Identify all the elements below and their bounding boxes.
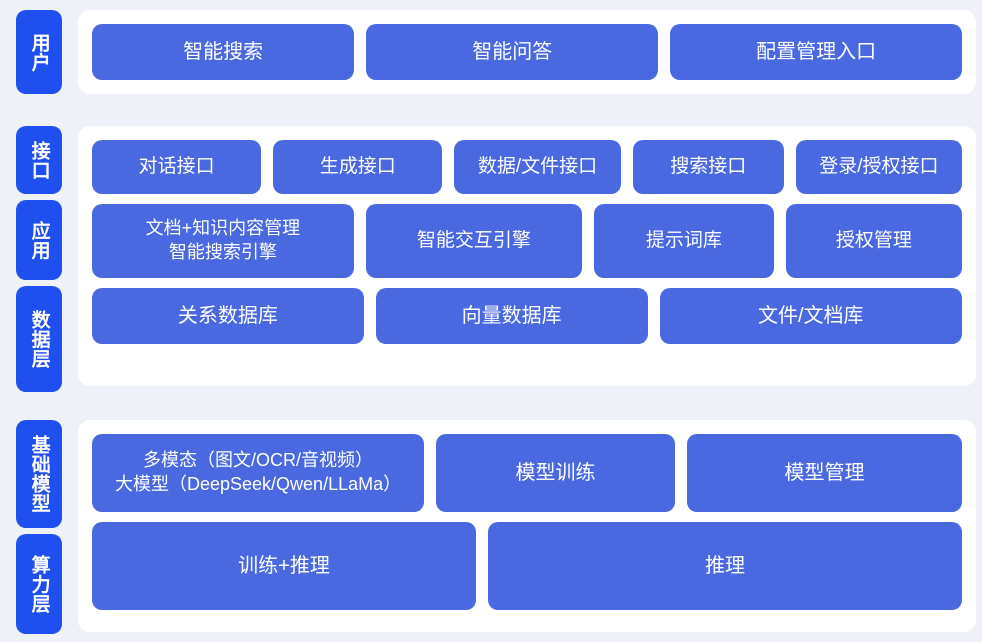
row-compute-layer: 训练+推理 推理 bbox=[92, 522, 962, 610]
node-intelligent-search[interactable]: 智能搜索 bbox=[92, 24, 355, 80]
row-data-layer: 关系数据库 向量数据库 文件/文档库 bbox=[92, 288, 962, 344]
row-foundation-model: 多模态（图文/OCR/音视频） 大模型（DeepSeek/Qwen/LLaMa）… bbox=[92, 434, 962, 512]
row-user: 智能搜索 智能问答 配置管理入口 bbox=[92, 24, 963, 80]
rail-tab-interface[interactable]: 接口 bbox=[16, 126, 62, 194]
node-intelligent-interaction-engine[interactable]: 智能交互引擎 bbox=[365, 204, 582, 278]
rail-bottom: 基础模型 算力层 bbox=[16, 420, 62, 634]
rail-tab-data-layer[interactable]: 数据层 bbox=[16, 286, 62, 392]
rail-user: 用户 bbox=[16, 10, 62, 94]
node-training-plus-inference[interactable]: 训练+推理 bbox=[92, 522, 477, 610]
node-file-document-store[interactable]: 文件/文档库 bbox=[659, 288, 962, 344]
node-model-training[interactable]: 模型训练 bbox=[436, 434, 675, 512]
rail-tab-foundation-model[interactable]: 基础模型 bbox=[16, 420, 62, 528]
node-search-api[interactable]: 搜索接口 bbox=[632, 140, 784, 194]
panel-middle: 对话接口 生成接口 数据/文件接口 搜索接口 登录/授权接口 文档+知识内容管理… bbox=[78, 126, 976, 386]
node-data-file-api[interactable]: 数据/文件接口 bbox=[454, 140, 621, 194]
panel-user: 智能搜索 智能问答 配置管理入口 bbox=[78, 10, 976, 94]
node-intelligent-qa[interactable]: 智能问答 bbox=[366, 24, 659, 80]
row-interface: 对话接口 生成接口 数据/文件接口 搜索接口 登录/授权接口 bbox=[92, 140, 962, 194]
panel-bottom: 多模态（图文/OCR/音视频） 大模型（DeepSeek/Qwen/LLaMa）… bbox=[78, 420, 976, 632]
node-model-management[interactable]: 模型管理 bbox=[686, 434, 962, 512]
node-dialog-api[interactable]: 对话接口 bbox=[92, 140, 262, 194]
node-vector-database[interactable]: 向量数据库 bbox=[375, 288, 648, 344]
rail-middle: 接口 应用 数据层 bbox=[16, 126, 62, 392]
node-multimodal-large-model[interactable]: 多模态（图文/OCR/音视频） 大模型（DeepSeek/Qwen/LLaMa） bbox=[92, 434, 425, 512]
row-application: 文档+知识内容管理 智能搜索引擎 智能交互引擎 提示词库 授权管理 bbox=[92, 204, 962, 278]
node-document-knowledge-management[interactable]: 文档+知识内容管理 智能搜索引擎 bbox=[92, 204, 354, 278]
node-authorization-management[interactable]: 授权管理 bbox=[785, 204, 962, 278]
node-prompt-library[interactable]: 提示词库 bbox=[593, 204, 774, 278]
node-relational-database[interactable]: 关系数据库 bbox=[92, 288, 364, 344]
node-config-management-entry[interactable]: 配置管理入口 bbox=[670, 24, 963, 80]
rail-tab-user[interactable]: 用户 bbox=[16, 10, 62, 94]
rail-tab-application[interactable]: 应用 bbox=[16, 200, 62, 280]
node-inference[interactable]: 推理 bbox=[488, 522, 962, 610]
node-login-auth-api[interactable]: 登录/授权接口 bbox=[795, 140, 962, 194]
rail-tab-compute-layer[interactable]: 算力层 bbox=[16, 534, 62, 634]
node-generation-api[interactable]: 生成接口 bbox=[273, 140, 443, 194]
